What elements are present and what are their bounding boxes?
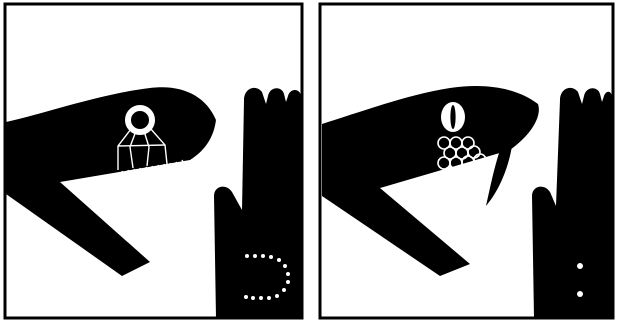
right-panel: [320, 4, 613, 318]
left-panel: [5, 4, 302, 318]
slit-pupil-eye-icon: [441, 102, 465, 132]
round-pupil-eye-icon: [128, 108, 152, 132]
